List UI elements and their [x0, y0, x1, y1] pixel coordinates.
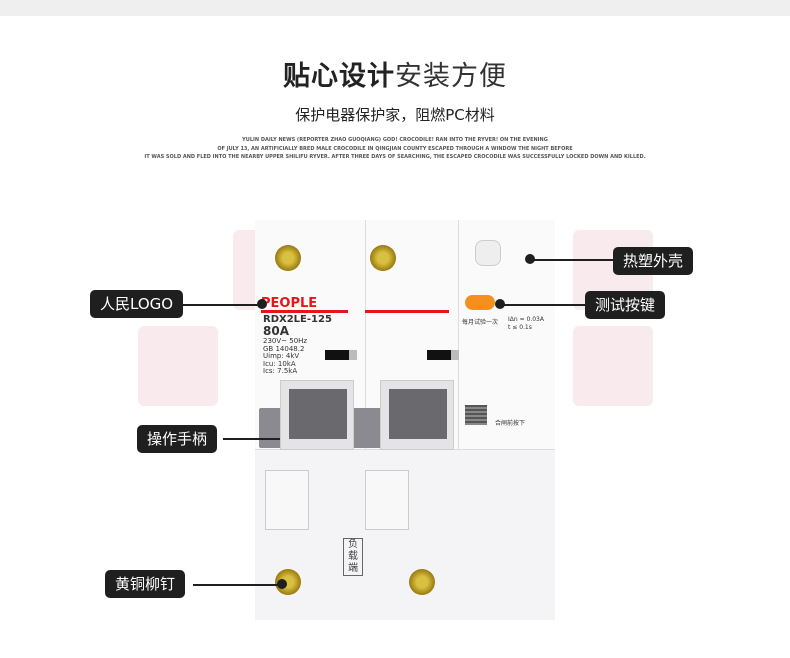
top-band [0, 0, 790, 16]
model: RDX2LE-125 [263, 314, 332, 325]
callout-handle: 操作手柄 [137, 425, 218, 453]
english-line: IT WAS SOLD AND FLED INTO THE NEARBY UPP… [144, 154, 646, 160]
handle-socket [280, 380, 354, 450]
indicator-window [325, 350, 357, 360]
english-text: YULIN DAILY NEWS (REPORTER ZHAO GUOQIANG… [0, 136, 790, 162]
leak-spec: t ≤ 0.1s [508, 324, 532, 331]
rated-current: 80A [263, 324, 289, 338]
rivet-icon [275, 245, 301, 271]
english-line: YULIN DAILY NEWS (REPORTER ZHAO GUOQIANG… [242, 137, 548, 143]
subtitle: 保护电器保护家，阻燃PC材料 [295, 106, 495, 124]
terminal [365, 470, 409, 530]
callout-shell: 热塑外壳 [613, 247, 694, 275]
callout-rivet: 黄铜柳钉 [105, 570, 186, 598]
leak-spec: IΔn = 0.03A [508, 316, 544, 323]
indicator-window [427, 350, 459, 360]
terminal [265, 470, 309, 530]
title-light: 安装方便 [395, 61, 507, 92]
page-title: 贴心设计安装方便 [0, 54, 790, 93]
watermark [573, 326, 653, 406]
terminal-hole [475, 240, 501, 266]
title-bold: 贴心设计 [283, 61, 395, 92]
callout-test-button: 测试按键 [585, 291, 666, 319]
load-side-label: 负载端 [343, 538, 363, 576]
rivet-icon [409, 569, 435, 595]
brand-logo: PEOPLE [261, 296, 318, 311]
test-note: 每月试验一次 [462, 319, 499, 326]
rivet-icon [370, 245, 396, 271]
english-line: OF JULY 13, AN ARTIFICIALLY BRED MALE CR… [217, 145, 573, 152]
close-button[interactable] [465, 405, 487, 425]
callout-logo: 人民LOGO [90, 290, 184, 318]
test-button[interactable] [465, 295, 495, 310]
watermark [138, 326, 218, 406]
handle-socket [380, 380, 454, 450]
close-note: 合闸前按下 [495, 420, 526, 427]
